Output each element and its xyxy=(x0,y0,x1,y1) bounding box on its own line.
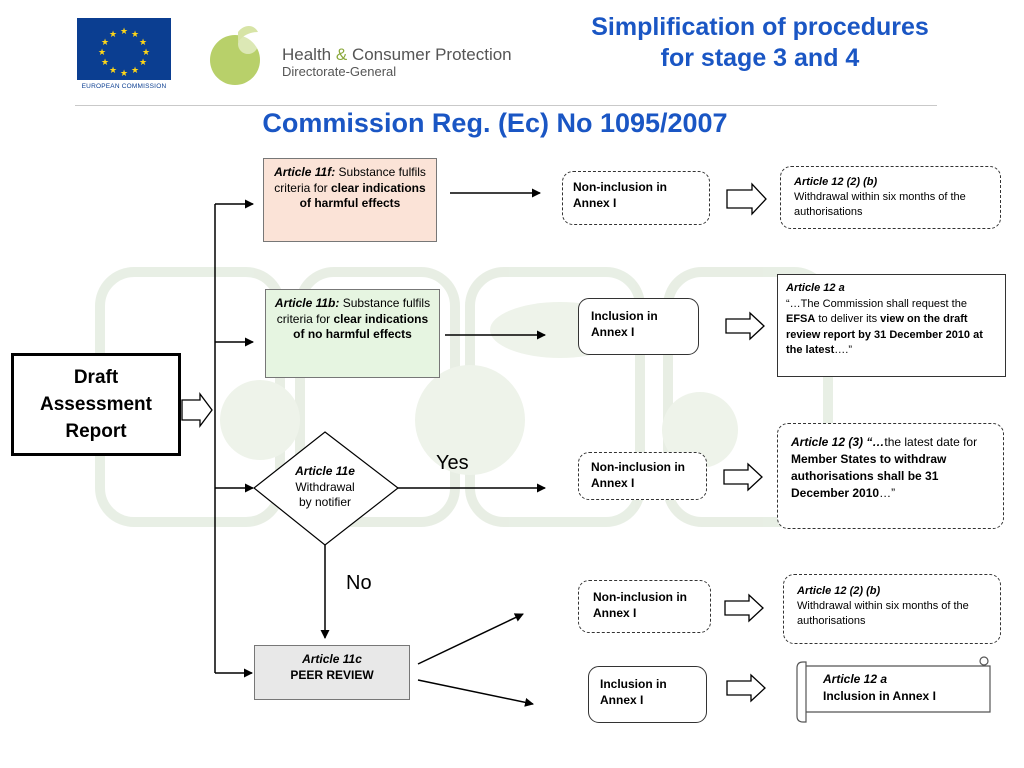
hollow-arrow-4 xyxy=(724,593,764,623)
r5-title: Article 12 a xyxy=(823,672,888,686)
svg-text:★: ★ xyxy=(139,58,147,68)
r1-body: Withdrawal within six months of the auth… xyxy=(794,191,966,218)
article-11f-box: Article 11f: Substance fulfils criteria … xyxy=(263,158,437,242)
r1-title: Article 12 (2) (b) xyxy=(794,176,878,188)
art11c-heading: Article 11c xyxy=(302,652,362,666)
draft-line-1: Draft xyxy=(73,367,119,388)
svg-text:★: ★ xyxy=(142,48,150,58)
svg-text:★: ★ xyxy=(120,69,128,79)
article-12-2b-box-2: Article 12 (2) (b) Withdrawal within six… xyxy=(783,574,1001,644)
inclusion-box-1: Inclusion in Annex I xyxy=(578,298,699,355)
hollow-arrow-5 xyxy=(726,673,766,703)
draft-line-2: Assessment xyxy=(40,394,152,415)
svg-text:★: ★ xyxy=(101,58,109,68)
art11c-line-2: PEER REVIEW xyxy=(290,667,374,682)
arrow-11c-to-noninclusion xyxy=(417,613,524,665)
page-subtitle: Commission Reg. (Ec) No 1095/2007 xyxy=(262,108,728,138)
art11f-text: Substance fulfils criteria for xyxy=(274,165,426,195)
article-11e-label: Article 11e Withdrawal by notifier xyxy=(270,464,380,511)
article-12-2b-box-1: Article 12 (2) (b) Withdrawal within six… xyxy=(780,166,1001,229)
svg-text:★: ★ xyxy=(131,30,139,40)
article-12a-scroll-box: Article 12 a Inclusion in Annex I xyxy=(815,666,990,716)
hollow-arrow-draft xyxy=(181,392,213,428)
health-consumer-protection-logo: Health & Consumer Protection Directorate… xyxy=(208,22,512,86)
title-line-2: for stage 3 and 4 xyxy=(660,44,860,72)
r4-title: Article 12 (2) (b) xyxy=(797,585,881,597)
art11b-bold: clear indications of no harmful effects xyxy=(293,311,429,342)
article-11b-box: Article 11b: Substance fulfils criteria … xyxy=(265,289,440,378)
title-line-1: Simplification of procedures xyxy=(591,13,929,41)
non-inclusion-box-3: Non-inclusion in Annex I xyxy=(578,580,711,633)
svg-text:★: ★ xyxy=(139,38,147,48)
r3-title: Article 12 (3) “… xyxy=(791,435,885,449)
non-inclusion-box-2: Non-inclusion in Annex I xyxy=(578,452,707,500)
yes-label: Yes xyxy=(436,452,469,474)
health-logo-title: Health & Consumer Protection xyxy=(282,45,512,64)
svg-text:★: ★ xyxy=(131,66,139,76)
r2-title: Article 12 a xyxy=(786,282,845,294)
no-label: No xyxy=(346,572,372,594)
eu-flag-icon: ★★★ ★★★ ★★★ ★★★ xyxy=(77,18,171,80)
article-12-3-box: Article 12 (3) “…the latest date for Mem… xyxy=(777,423,1004,529)
art11e-line-2: Withdrawal xyxy=(295,479,355,494)
r4-body: Withdrawal within six months of the auth… xyxy=(797,600,969,627)
article-11c-box: Article 11c PEER REVIEW xyxy=(254,645,410,700)
art11b-heading: Article 11b: xyxy=(274,296,340,310)
art11f-heading: Article 11f: xyxy=(274,165,336,179)
art11b-text: Substance fulfils criteria for xyxy=(276,296,431,326)
hollow-arrow-1 xyxy=(726,182,767,216)
art11f-bold: clear indications of harmful effects xyxy=(299,180,426,211)
svg-text:★: ★ xyxy=(109,66,117,76)
non-inclusion-box-1: Non-inclusion in Annex I xyxy=(562,171,710,225)
draft-assessment-report-box: Draft Assessment Report xyxy=(11,353,181,456)
r5-body: Inclusion in Annex I xyxy=(823,689,936,703)
draft-line-3: Report xyxy=(65,421,127,442)
inclusion-box-2: Inclusion in Annex I xyxy=(588,666,707,723)
art11e-line-3: by notifier xyxy=(298,495,352,509)
r2-body: “…The Commission shall request the EFSA … xyxy=(786,297,983,357)
hollow-arrow-3 xyxy=(723,462,763,492)
european-commission-logo: ★★★ ★★★ ★★★ ★★★ EUROPEAN COMMISSION xyxy=(75,18,173,94)
scroll-shape xyxy=(796,656,991,723)
svg-text:★: ★ xyxy=(98,48,106,58)
header-divider xyxy=(75,105,937,106)
article-12a-efsa-box: Article 12 a “…The Commission shall requ… xyxy=(777,274,1006,377)
hollow-arrow-2 xyxy=(725,311,765,341)
health-leaf-icon xyxy=(210,26,260,85)
page-title: Simplification of procedures for stage 3… xyxy=(540,12,980,74)
health-logo-subtitle: Directorate-General xyxy=(282,64,397,79)
svg-text:★: ★ xyxy=(120,27,128,37)
svg-text:★: ★ xyxy=(101,38,109,48)
svg-text:★: ★ xyxy=(109,30,117,40)
art11e-diamond xyxy=(253,431,399,546)
eu-logo-caption: EUROPEAN COMMISSION xyxy=(81,83,167,90)
art11e-heading: Article 11e xyxy=(295,464,355,478)
arrow-11c-to-inclusion xyxy=(417,679,534,707)
